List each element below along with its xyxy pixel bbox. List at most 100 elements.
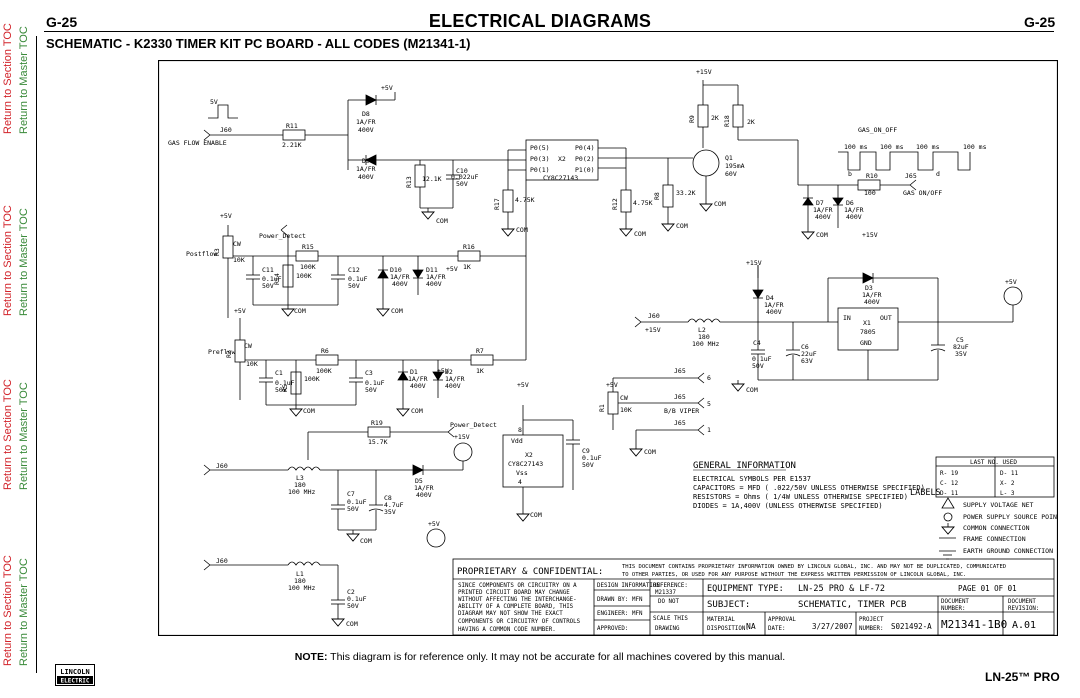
do-not-scale-1: DO NOT bbox=[658, 599, 679, 605]
x2-label-2: X2 bbox=[525, 451, 533, 459]
c2-value2: 50V bbox=[347, 602, 359, 610]
x1-value: 7805 bbox=[860, 328, 876, 336]
document-label-2: DOCUMENT bbox=[1008, 599, 1036, 605]
svg-text:ELECTRIC: ELECTRIC bbox=[61, 678, 90, 685]
l3-value2: 100 MHz bbox=[288, 488, 315, 496]
d4-value: 1A/FR bbox=[764, 301, 784, 309]
d2-value2: 400V bbox=[445, 382, 461, 390]
plus15-label-2: +15V bbox=[862, 231, 878, 239]
labels-item-3: COMMON CONNECTION bbox=[963, 524, 1030, 532]
l1-value2: 100 MHz bbox=[288, 584, 315, 592]
power-detect-label-2: Power_Detect bbox=[450, 421, 497, 429]
c6-value: 22uF bbox=[801, 350, 817, 358]
x2-pin-p04: P0(4) bbox=[575, 144, 595, 152]
d6-value2: 400V bbox=[846, 213, 862, 221]
r11-label: R11 bbox=[286, 122, 298, 130]
j60-label: J60 bbox=[220, 126, 232, 134]
return-to-master-toc-link-3[interactable]: Return to Master TOC bbox=[18, 382, 30, 490]
do-not-scale-3: DRAWING bbox=[655, 626, 680, 632]
r14-value: 100K bbox=[296, 272, 312, 280]
d9-value: 1A/FR bbox=[356, 165, 376, 173]
r3-value: 10K bbox=[233, 256, 245, 264]
d9-label: D9 bbox=[362, 157, 370, 165]
page-number-block: PAGE 01 OF 01 bbox=[958, 584, 1017, 593]
d8-value: 1A/FR bbox=[356, 118, 376, 126]
r18-value: 2K bbox=[747, 118, 755, 126]
q1-value2: 60V bbox=[725, 170, 737, 178]
l1-inductor bbox=[287, 561, 321, 566]
com-label-4: COM bbox=[714, 200, 726, 208]
r1-value: 10K bbox=[620, 406, 632, 414]
plus5-label-9: +5V bbox=[606, 381, 618, 389]
x2-pin8: 8 bbox=[518, 426, 522, 434]
return-to-master-toc-link-2[interactable]: Return to Master TOC bbox=[18, 208, 30, 316]
power-detect-connector-2 bbox=[447, 426, 455, 438]
c1-label: C1 bbox=[275, 369, 283, 377]
supply-voltage-net-icon bbox=[941, 497, 955, 509]
plus5-label-1: +5V bbox=[381, 84, 393, 92]
return-to-section-toc-link-1[interactable]: Return to Section TOC bbox=[2, 23, 14, 134]
note-lead: NOTE: bbox=[294, 651, 328, 663]
c4-value: 0.1uF bbox=[752, 355, 772, 363]
c8-value2: 35V bbox=[384, 508, 396, 516]
r2-value: 10K bbox=[246, 360, 258, 368]
material-label: MATERIAL bbox=[707, 617, 735, 623]
plus5-label-2: +5V bbox=[220, 212, 232, 220]
q1-value: 195mA bbox=[725, 162, 745, 170]
j65-pin-6: 6 bbox=[707, 374, 711, 382]
return-to-section-toc-link-3[interactable]: Return to Section TOC bbox=[2, 379, 14, 490]
d8-value2: 400V bbox=[358, 126, 374, 134]
r8-value: 33.2K bbox=[676, 189, 696, 197]
d10-value: 1A/FR bbox=[390, 273, 410, 281]
com-label-7: COM bbox=[294, 307, 306, 315]
d6-diode bbox=[832, 197, 844, 206]
j65-pin-1: 1 bbox=[707, 426, 711, 434]
c11-value: 0.1uF bbox=[262, 275, 282, 283]
r15-value: 100K bbox=[300, 263, 316, 271]
disclaimer-4: ABILITY OF A COMPLETE BOARD, THIS bbox=[458, 604, 574, 610]
c12-label: C12 bbox=[348, 266, 360, 274]
schematic-diagram: 5V J60 GAS FLOW ENABLE R11 2.21K +5V D8 … bbox=[158, 60, 1058, 636]
x2-pin-p01: P0(1) bbox=[530, 166, 550, 174]
x1-out: OUT bbox=[880, 314, 892, 322]
plus5-source-point bbox=[426, 528, 446, 548]
x2-label: X2 bbox=[558, 155, 566, 163]
timing-label-2: 100 ms bbox=[880, 143, 904, 151]
general-info-title: GENERAL INFORMATION bbox=[693, 461, 796, 471]
l2-label: L2 bbox=[698, 326, 706, 334]
revision-value: A.01 bbox=[1012, 620, 1036, 631]
r2-label: R2 bbox=[225, 350, 233, 358]
subject-label: SUBJECT: bbox=[707, 600, 750, 610]
connector-j65-6 bbox=[697, 372, 705, 384]
r1-cw-label: CW bbox=[620, 394, 628, 402]
c1-value2: 50V bbox=[275, 386, 287, 394]
return-to-section-toc-link-2[interactable]: Return to Section TOC bbox=[2, 205, 14, 316]
last-no-used-r2c1: C- 12 bbox=[940, 480, 958, 487]
design-info-label: DESIGN INFORMATION bbox=[597, 583, 660, 589]
c10-value2: 50V bbox=[456, 180, 468, 188]
com-label-14: COM bbox=[746, 386, 758, 394]
j65-label-3: J65 bbox=[674, 393, 686, 401]
c6-value2: 63V bbox=[801, 357, 813, 365]
return-to-master-toc-link-1[interactable]: Return to Master TOC bbox=[18, 26, 30, 134]
d2-label: D2 bbox=[445, 368, 453, 376]
plus5-label-3: +5V bbox=[446, 265, 458, 273]
r14-label: R14 bbox=[273, 273, 281, 285]
title-block bbox=[452, 558, 1055, 636]
com-label-9: COM bbox=[303, 407, 315, 415]
c10-label: C10 bbox=[456, 167, 468, 175]
reference-note: NOTE: This diagram is for reference only… bbox=[0, 651, 1080, 663]
r6-label: R6 bbox=[321, 347, 329, 355]
d1-value: 1A/FR bbox=[408, 375, 428, 383]
proprietary-text-2: TO OTHER PARTIES, OR USED FOR ANY PURPOS… bbox=[622, 572, 966, 578]
com-label-15: COM bbox=[644, 448, 656, 456]
r8-label: R8 bbox=[653, 192, 661, 200]
equipment-type-value: LN-25 PRO & LF-72 bbox=[798, 584, 885, 594]
r12-value: 4.75K bbox=[633, 199, 653, 207]
d4-label: D4 bbox=[766, 294, 774, 302]
disclaimer-1: SINCE COMPONENTS OR CIRCUITRY ON A bbox=[458, 583, 577, 589]
gas-on-off-waveform bbox=[838, 151, 971, 171]
preflow-label: Preflow bbox=[208, 348, 235, 356]
r19-label: R19 bbox=[371, 419, 383, 427]
d10-label: D10 bbox=[390, 266, 402, 274]
